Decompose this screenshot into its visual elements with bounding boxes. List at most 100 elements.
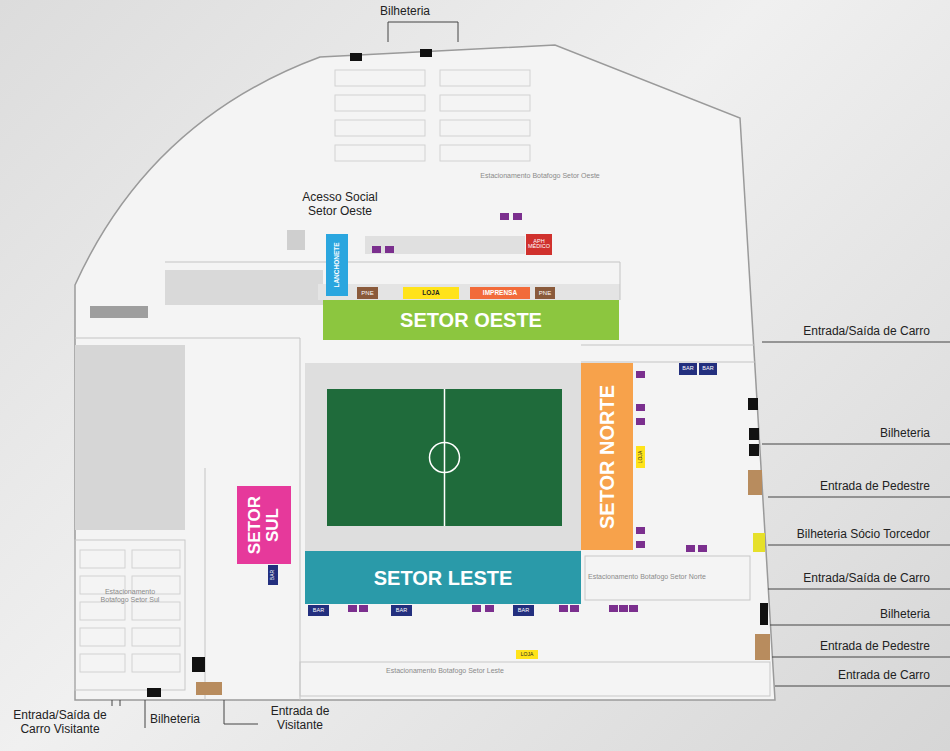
building-block bbox=[287, 230, 305, 250]
building-block bbox=[75, 345, 185, 530]
restroom-icon bbox=[570, 605, 579, 612]
node-label: BAR bbox=[518, 608, 529, 614]
node-label: SETOR OESTE bbox=[400, 310, 542, 331]
restroom-icon bbox=[636, 541, 645, 548]
leader-line bbox=[388, 22, 458, 42]
parking-bays bbox=[440, 120, 530, 136]
node-label: SETOR LESTE bbox=[374, 567, 513, 588]
leader-line bbox=[768, 589, 950, 590]
leader-line bbox=[762, 342, 950, 343]
pitch-circle bbox=[430, 443, 460, 473]
member-booth-icon bbox=[753, 533, 765, 552]
road-line bbox=[75, 338, 300, 700]
restroom-icon bbox=[485, 605, 494, 612]
map-label: Acesso Social Setor Oeste bbox=[290, 190, 390, 219]
leader-line bbox=[768, 545, 950, 546]
stand-sector: SETOR NORTE bbox=[581, 363, 633, 550]
building-block bbox=[90, 306, 148, 318]
node-label: LOJA bbox=[638, 451, 643, 464]
leader-line bbox=[762, 444, 950, 445]
restroom-icon bbox=[348, 605, 357, 612]
ticket-booth-icon bbox=[749, 444, 759, 456]
map-label: Bilheteria bbox=[690, 426, 930, 440]
pedestrian-gate-icon bbox=[748, 470, 762, 495]
parking-area bbox=[585, 556, 750, 600]
node-label: BAR bbox=[702, 366, 713, 372]
node-label: PNE bbox=[539, 290, 551, 296]
building-block bbox=[365, 236, 525, 254]
store: LOJA bbox=[516, 650, 538, 659]
map-label: Entrada/Saída de Carro Visitante bbox=[4, 708, 116, 737]
parking-bays bbox=[132, 654, 180, 672]
parking-bays bbox=[440, 95, 530, 111]
snack-bar: LANCHONETE bbox=[326, 234, 348, 296]
ticket-booth-icon bbox=[749, 428, 759, 440]
restroom-icon bbox=[385, 246, 394, 253]
restroom-icon bbox=[636, 527, 645, 534]
building-block bbox=[165, 270, 323, 305]
accessible-area: PNE bbox=[357, 287, 378, 299]
press-area: IMPRENSA bbox=[470, 287, 530, 299]
parking-bays bbox=[335, 145, 425, 161]
bar: BAR bbox=[391, 605, 412, 616]
pedestrian-gate-icon bbox=[755, 634, 770, 660]
restroom-icon bbox=[609, 605, 618, 612]
bar: BAR bbox=[513, 605, 534, 616]
node-label: LANCHONETE bbox=[334, 242, 341, 287]
bar: BAR bbox=[308, 605, 329, 616]
parking-label: Estacionamento Botafogo Setor Leste bbox=[355, 667, 535, 675]
node-label: BAR bbox=[396, 608, 407, 614]
parking-bays bbox=[440, 70, 530, 86]
map-label: Entrada/Saída de Carro bbox=[690, 324, 930, 338]
parking-bays bbox=[132, 602, 180, 620]
ticket-booth-icon bbox=[192, 657, 205, 672]
parking-label: Estacionamento Botafogo Setor Norte bbox=[588, 573, 748, 581]
parking-area bbox=[300, 662, 770, 696]
restroom-icon bbox=[629, 605, 638, 612]
restroom-icon bbox=[636, 418, 645, 425]
map-label: Entrada/Saída de Carro bbox=[690, 571, 930, 585]
parking-bays bbox=[80, 602, 125, 620]
map-label: Entrada de Visitante bbox=[260, 704, 340, 733]
restroom-icon bbox=[472, 605, 481, 612]
road-line bbox=[165, 262, 620, 300]
node-label: LOJA bbox=[422, 290, 439, 297]
stand-sector: SETOR LESTE bbox=[305, 551, 581, 604]
leader-line bbox=[120, 700, 121, 706]
accessible-area: PNE bbox=[535, 287, 555, 299]
ticket-booth-icon bbox=[420, 49, 432, 57]
stand-sector: SETOR OESTE bbox=[323, 300, 619, 340]
parking-bays bbox=[440, 145, 530, 161]
restroom-icon bbox=[636, 371, 645, 378]
node-label: LOJA bbox=[521, 652, 534, 657]
node-label: BAR bbox=[682, 366, 693, 372]
ticket-booth-icon bbox=[147, 688, 161, 697]
node-label: APH MÉDICO bbox=[528, 239, 550, 251]
bar: BAR bbox=[679, 363, 697, 375]
medical-post: APH MÉDICO bbox=[526, 234, 552, 255]
ticket-booth-icon bbox=[748, 398, 758, 410]
map-label: Bilheteria bbox=[690, 607, 930, 621]
store: LOJA bbox=[403, 287, 459, 299]
restroom-icon bbox=[372, 246, 381, 253]
map-label: Bilheteria bbox=[150, 712, 220, 726]
leader-line bbox=[770, 625, 950, 626]
field-surround bbox=[305, 363, 581, 551]
parking-bays bbox=[80, 550, 125, 568]
ticket-booth-icon bbox=[760, 603, 768, 625]
restroom-icon bbox=[686, 545, 695, 552]
restroom-icon bbox=[559, 605, 568, 612]
parking-bays bbox=[335, 95, 425, 111]
restroom-icon bbox=[619, 605, 628, 612]
restroom-icon bbox=[636, 404, 645, 411]
parking-bays bbox=[132, 628, 180, 646]
parking-bays bbox=[335, 120, 425, 136]
map-label: Bilheteria bbox=[380, 4, 470, 18]
leader-line bbox=[775, 686, 950, 687]
leader-line bbox=[145, 700, 146, 728]
road-line bbox=[581, 345, 755, 346]
restroom-icon bbox=[698, 545, 707, 552]
leader-line bbox=[768, 497, 950, 498]
